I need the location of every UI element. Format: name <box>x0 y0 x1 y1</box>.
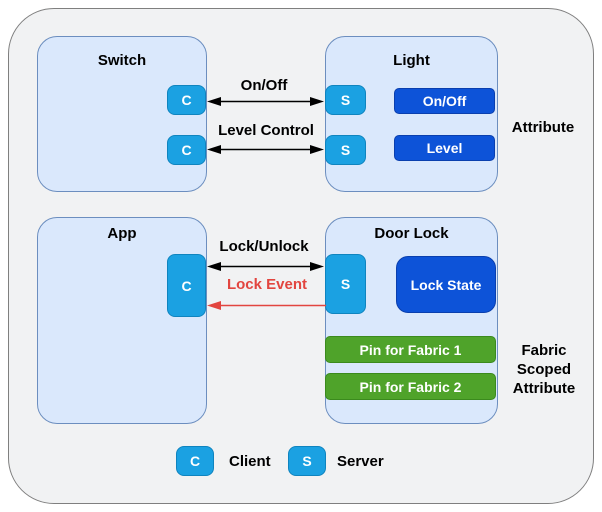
light-title: Light <box>393 52 430 69</box>
door-lock-attribute-lock-state: Lock State <box>396 256 496 313</box>
lock-unlock-arrow <box>207 262 324 271</box>
lock-unlock-arrow-label: Lock/Unlock <box>219 238 309 255</box>
legend-client-chip: C <box>176 446 214 476</box>
server-chip-letter: S <box>340 142 351 158</box>
legend-client-label: Client <box>229 453 271 470</box>
light-attribute-onoff: On/Off <box>394 88 495 114</box>
door-lock-title: Door Lock <box>374 225 449 242</box>
onoff-arrow <box>207 97 324 106</box>
level-control-arrow <box>207 145 324 154</box>
legend-server-chip: S <box>288 446 326 476</box>
door-lock-server-chip: S <box>325 254 366 314</box>
client-chip-letter: C <box>181 277 192 294</box>
onoff-arrow-label: On/Off <box>240 77 288 94</box>
client-chip-letter: C <box>189 453 201 469</box>
lock-event-arrow-label: Lock Event <box>226 276 308 293</box>
app-client-chip: C <box>167 254 206 317</box>
light-server-chip-level: S <box>325 135 366 165</box>
client-chip-letter: C <box>181 142 192 158</box>
app-title: App <box>107 225 137 242</box>
level-control-arrow-label: Level Control <box>218 122 314 139</box>
switch-client-chip-onoff: C <box>167 85 206 115</box>
light-attribute-level: Level <box>394 135 495 161</box>
attribute-side-label: Attribute <box>511 119 575 136</box>
light-server-chip-onoff: S <box>325 85 366 115</box>
switch-title: Switch <box>97 52 147 69</box>
server-chip-letter: S <box>302 453 312 469</box>
door-lock-pin-fabric-2: Pin for Fabric 2 <box>325 373 496 400</box>
client-chip-letter: C <box>181 92 192 108</box>
legend-server-label: Server <box>337 453 384 470</box>
server-chip-letter: S <box>340 92 351 108</box>
fabric-scoped-attribute-side-label: Fabric Scoped Attribute <box>512 342 576 397</box>
server-chip-letter: S <box>340 276 351 292</box>
app-box: App <box>37 217 207 424</box>
switch-client-chip-level: C <box>167 135 206 165</box>
door-lock-pin-fabric-1: Pin for Fabric 1 <box>325 336 496 363</box>
lock-event-arrow <box>207 301 326 310</box>
light-box: Light <box>325 36 498 192</box>
